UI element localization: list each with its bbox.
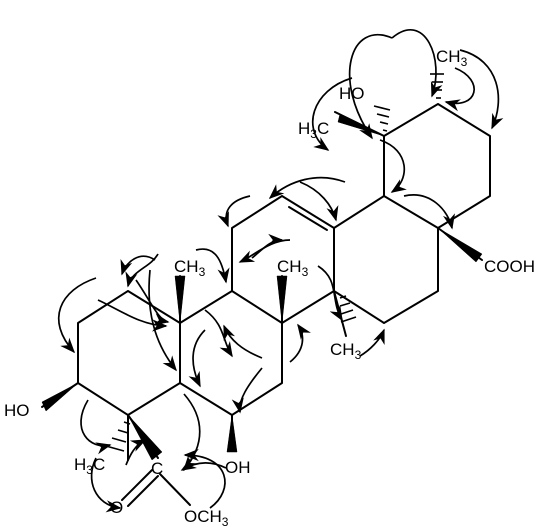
label-och3: OCH3: [184, 507, 229, 527]
label-h3c-c4: H3C: [74, 455, 105, 477]
label-carbonyl-oxygen: O: [110, 498, 123, 517]
label-cooh: COOH: [484, 257, 535, 276]
label-ester-carbon: C: [151, 459, 163, 478]
atom-labels: HO CH3 H3C COOH CH3 CH3 CH3 HO OH H3C C …: [4, 47, 535, 527]
ring-c-bonds: [231, 195, 335, 324]
label-ch3-c8: CH3: [277, 257, 309, 279]
label-h3c-c20: H3C: [298, 119, 329, 141]
label-oh-c20: HO: [339, 84, 365, 103]
wedge-bonds: [41, 113, 483, 461]
ring-d-bonds: [333, 195, 439, 324]
ring-e-bonds: [383, 103, 491, 229]
label-oh-c6: OH: [225, 458, 251, 477]
hmbc-correlation-arrows: [57, 29, 504, 513]
label-ch3-c14: CH3: [330, 340, 362, 362]
ring-b-bonds: [179, 290, 283, 416]
label-ch3-c10: CH3: [174, 257, 206, 279]
label-ho-c3: HO: [4, 401, 30, 420]
label-ch3-c19: CH3: [436, 47, 468, 69]
